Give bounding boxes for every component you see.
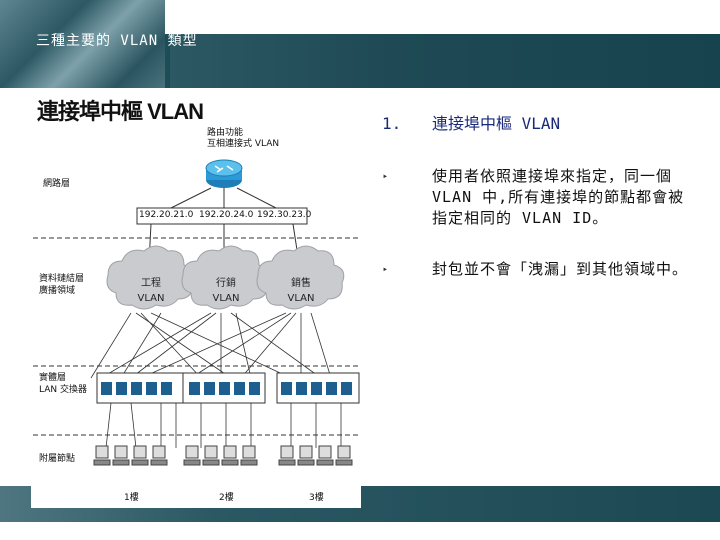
switch-port [341, 382, 352, 395]
workstation-icon [241, 446, 257, 465]
layer-label-physical-line2: LAN 交換器 [39, 384, 87, 396]
layer-label-datalink: 資料鏈結層 廣播領域 [39, 273, 84, 297]
switch-port [326, 382, 337, 395]
heading-number: 1. [382, 114, 432, 133]
switch-port [116, 382, 127, 395]
layer-label-datalink-line2: 廣播領域 [39, 285, 84, 297]
switch-port [101, 382, 112, 395]
workstation-icon [113, 446, 129, 465]
cloud-marketing: 行銷 VLAN [211, 276, 241, 306]
cloud-engineering-name: 工程 [136, 276, 166, 291]
layer-label-datalink-line1: 資料鏈結層 [39, 273, 84, 285]
switch-port [281, 382, 292, 395]
cloud-marketing-tag: VLAN [211, 291, 241, 306]
layer-label-nodes: 附屬節點 [39, 451, 75, 464]
workstation-icon [317, 446, 333, 465]
router-note-line2: 互相連接式 VLAN [207, 139, 279, 150]
bullet-text: 封包並不會「洩漏」到其他領域中。 [432, 259, 692, 280]
switch-port [204, 382, 215, 395]
switch-port [234, 382, 245, 395]
workstation-icon [132, 446, 148, 465]
switch-port [146, 382, 157, 395]
floor-label-2: 2樓 [219, 490, 234, 503]
floor-label-3: 3樓 [309, 490, 324, 503]
content-heading: 1.連接埠中樞 VLAN [382, 110, 560, 134]
router-note: 路由功能 互相連接式 VLAN [207, 128, 279, 150]
layer-label-physical: 實體層 LAN 交換器 [39, 372, 87, 396]
switch-port [131, 382, 142, 395]
workstation-icon [94, 446, 110, 465]
cloud-sales-tag: VLAN [286, 291, 316, 306]
workstation-icon [298, 446, 314, 465]
switch-port [161, 382, 172, 395]
layer-label-physical-line1: 實體層 [39, 372, 87, 384]
layer-label-network: 網路層 [43, 176, 70, 189]
cloud-sales-name: 銷售 [286, 276, 316, 291]
router-note-line1: 路由功能 [207, 128, 279, 139]
diagram-title: 連接埠中樞 VLAN [37, 94, 203, 126]
heading-text: 連接埠中樞 VLAN [432, 114, 560, 133]
cloud-engineering-tag: VLAN [136, 291, 166, 306]
workstation-icon [203, 446, 219, 465]
cloud-marketing-name: 行銷 [211, 276, 241, 291]
bullet-text: 使用者依照連接埠來指定，同一個 VLAN 中,所有連接埠的節點都會被指定相同的 … [432, 166, 692, 229]
switch-port [296, 382, 307, 395]
cloud-sales: 銷售 VLAN [286, 276, 316, 306]
cloud-engineering: 工程 VLAN [136, 276, 166, 306]
workstation-icon [336, 446, 352, 465]
slide-title: 三種主要的 VLAN 類型 [36, 30, 198, 50]
workstation-icon [184, 446, 200, 465]
subnet-label-1: 192.20.21.0 [139, 210, 193, 220]
header-texture [170, 34, 720, 88]
bullet-arrow-icon: ‣ [382, 167, 388, 188]
workstation-icon [222, 446, 238, 465]
switch-port [219, 382, 230, 395]
switch-port [311, 382, 322, 395]
workstation-icon [279, 446, 295, 465]
subnet-label-3: 192.30.23.0 [257, 210, 311, 220]
subnet-label-2: 192.20.24.0 [199, 210, 253, 220]
floor-label-1: 1樓 [124, 490, 139, 503]
switch-port [249, 382, 260, 395]
vlan-diagram: 連接埠中樞 VLAN 路由功能 互相連接式 VLAN 網路層 資料鏈結層 廣播領… [31, 88, 361, 508]
switch-port [189, 382, 200, 395]
workstation-icon [151, 446, 167, 465]
bullet-arrow-icon: ‣ [382, 260, 388, 281]
